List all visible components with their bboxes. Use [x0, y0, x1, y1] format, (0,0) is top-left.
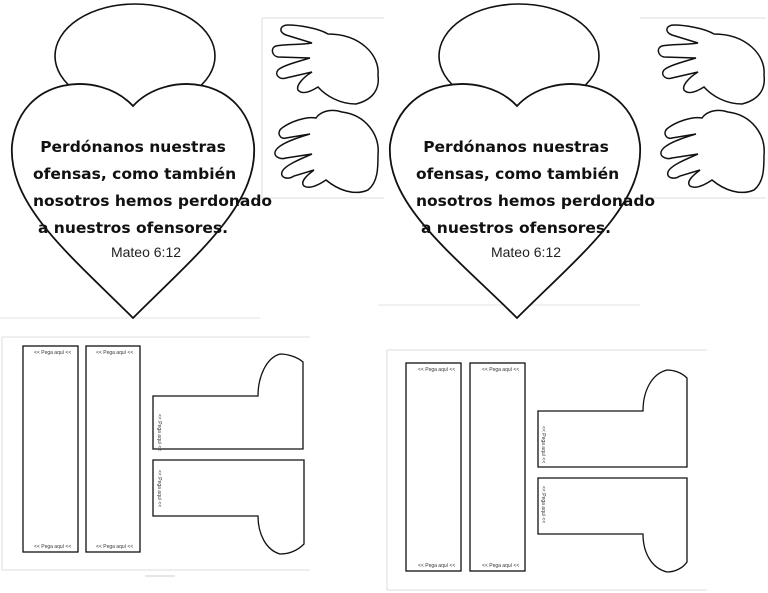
- arm-strip: [22, 345, 79, 553]
- glue-label: << Pega aquí <<: [418, 563, 456, 569]
- arm-strip: [85, 345, 141, 553]
- verse-line: nosotros hemos perdonado: [416, 192, 656, 210]
- limbs-sheet-left-graphics: [1, 336, 310, 577]
- heart-sheet-right-graphics: [378, 3, 766, 320]
- glue-label: << Pega aquí <<: [540, 426, 546, 464]
- heart-sheet-left-graphics: [0, 3, 384, 320]
- glue-label: << Pega aquí <<: [418, 367, 456, 373]
- glue-label: << Pega aquí <<: [156, 470, 162, 508]
- glue-label: << Pega aquí <<: [156, 414, 162, 452]
- hand-shape: [657, 24, 766, 105]
- hand-shape: [274, 109, 379, 194]
- arm-strip: [469, 362, 526, 572]
- leg-shape: [152, 353, 304, 450]
- leg-shape: [537, 477, 688, 573]
- heart-sheet-right: Perdónanos nuestras ofensas, como tambié…: [378, 0, 768, 320]
- limbs-sheet-right: << Pega aquí << << Pega aquí << << Pega …: [385, 322, 768, 593]
- verse-line: a nuestros ofensores.: [420, 219, 612, 237]
- verse-line: ofensas, como también: [33, 165, 237, 183]
- verse-reference: Mateo 6:12: [110, 244, 182, 260]
- glue-label: << Pega aquí <<: [482, 563, 520, 569]
- leg-shape: [152, 459, 305, 555]
- heart-shape: [11, 83, 255, 320]
- glue-label: << Pega aquí <<: [96, 544, 134, 550]
- glue-label: << Pega aquí <<: [482, 367, 520, 373]
- heart-shape: [389, 83, 641, 320]
- verse-line: Perdónanos nuestras: [40, 138, 226, 156]
- glue-label: << Pega aquí <<: [34, 544, 72, 550]
- heart-sheet-left: Perdónanos nuestras ofensas, como tambié…: [0, 0, 390, 320]
- verse-line: ofensas, como también: [416, 165, 620, 183]
- limbs-sheet-left: << Pega aquí << << Pega aquí << << Pega …: [0, 322, 320, 593]
- hand-shape: [660, 109, 765, 194]
- hand-shape: [271, 24, 380, 105]
- glue-label: << Pega aquí <<: [34, 350, 72, 356]
- glue-label: << Pega aquí <<: [96, 350, 134, 356]
- verse-line: nosotros hemos perdonado: [33, 192, 273, 210]
- arm-strip: [405, 362, 462, 572]
- leg-shape: [537, 369, 688, 468]
- glue-label: << Pega aquí <<: [540, 486, 546, 524]
- verse-reference: Mateo 6:12: [490, 244, 562, 260]
- verse-line: Perdónanos nuestras: [423, 138, 609, 156]
- verse-line: a nuestros ofensores.: [37, 219, 229, 237]
- limbs-sheet-right-graphics: [386, 349, 707, 591]
